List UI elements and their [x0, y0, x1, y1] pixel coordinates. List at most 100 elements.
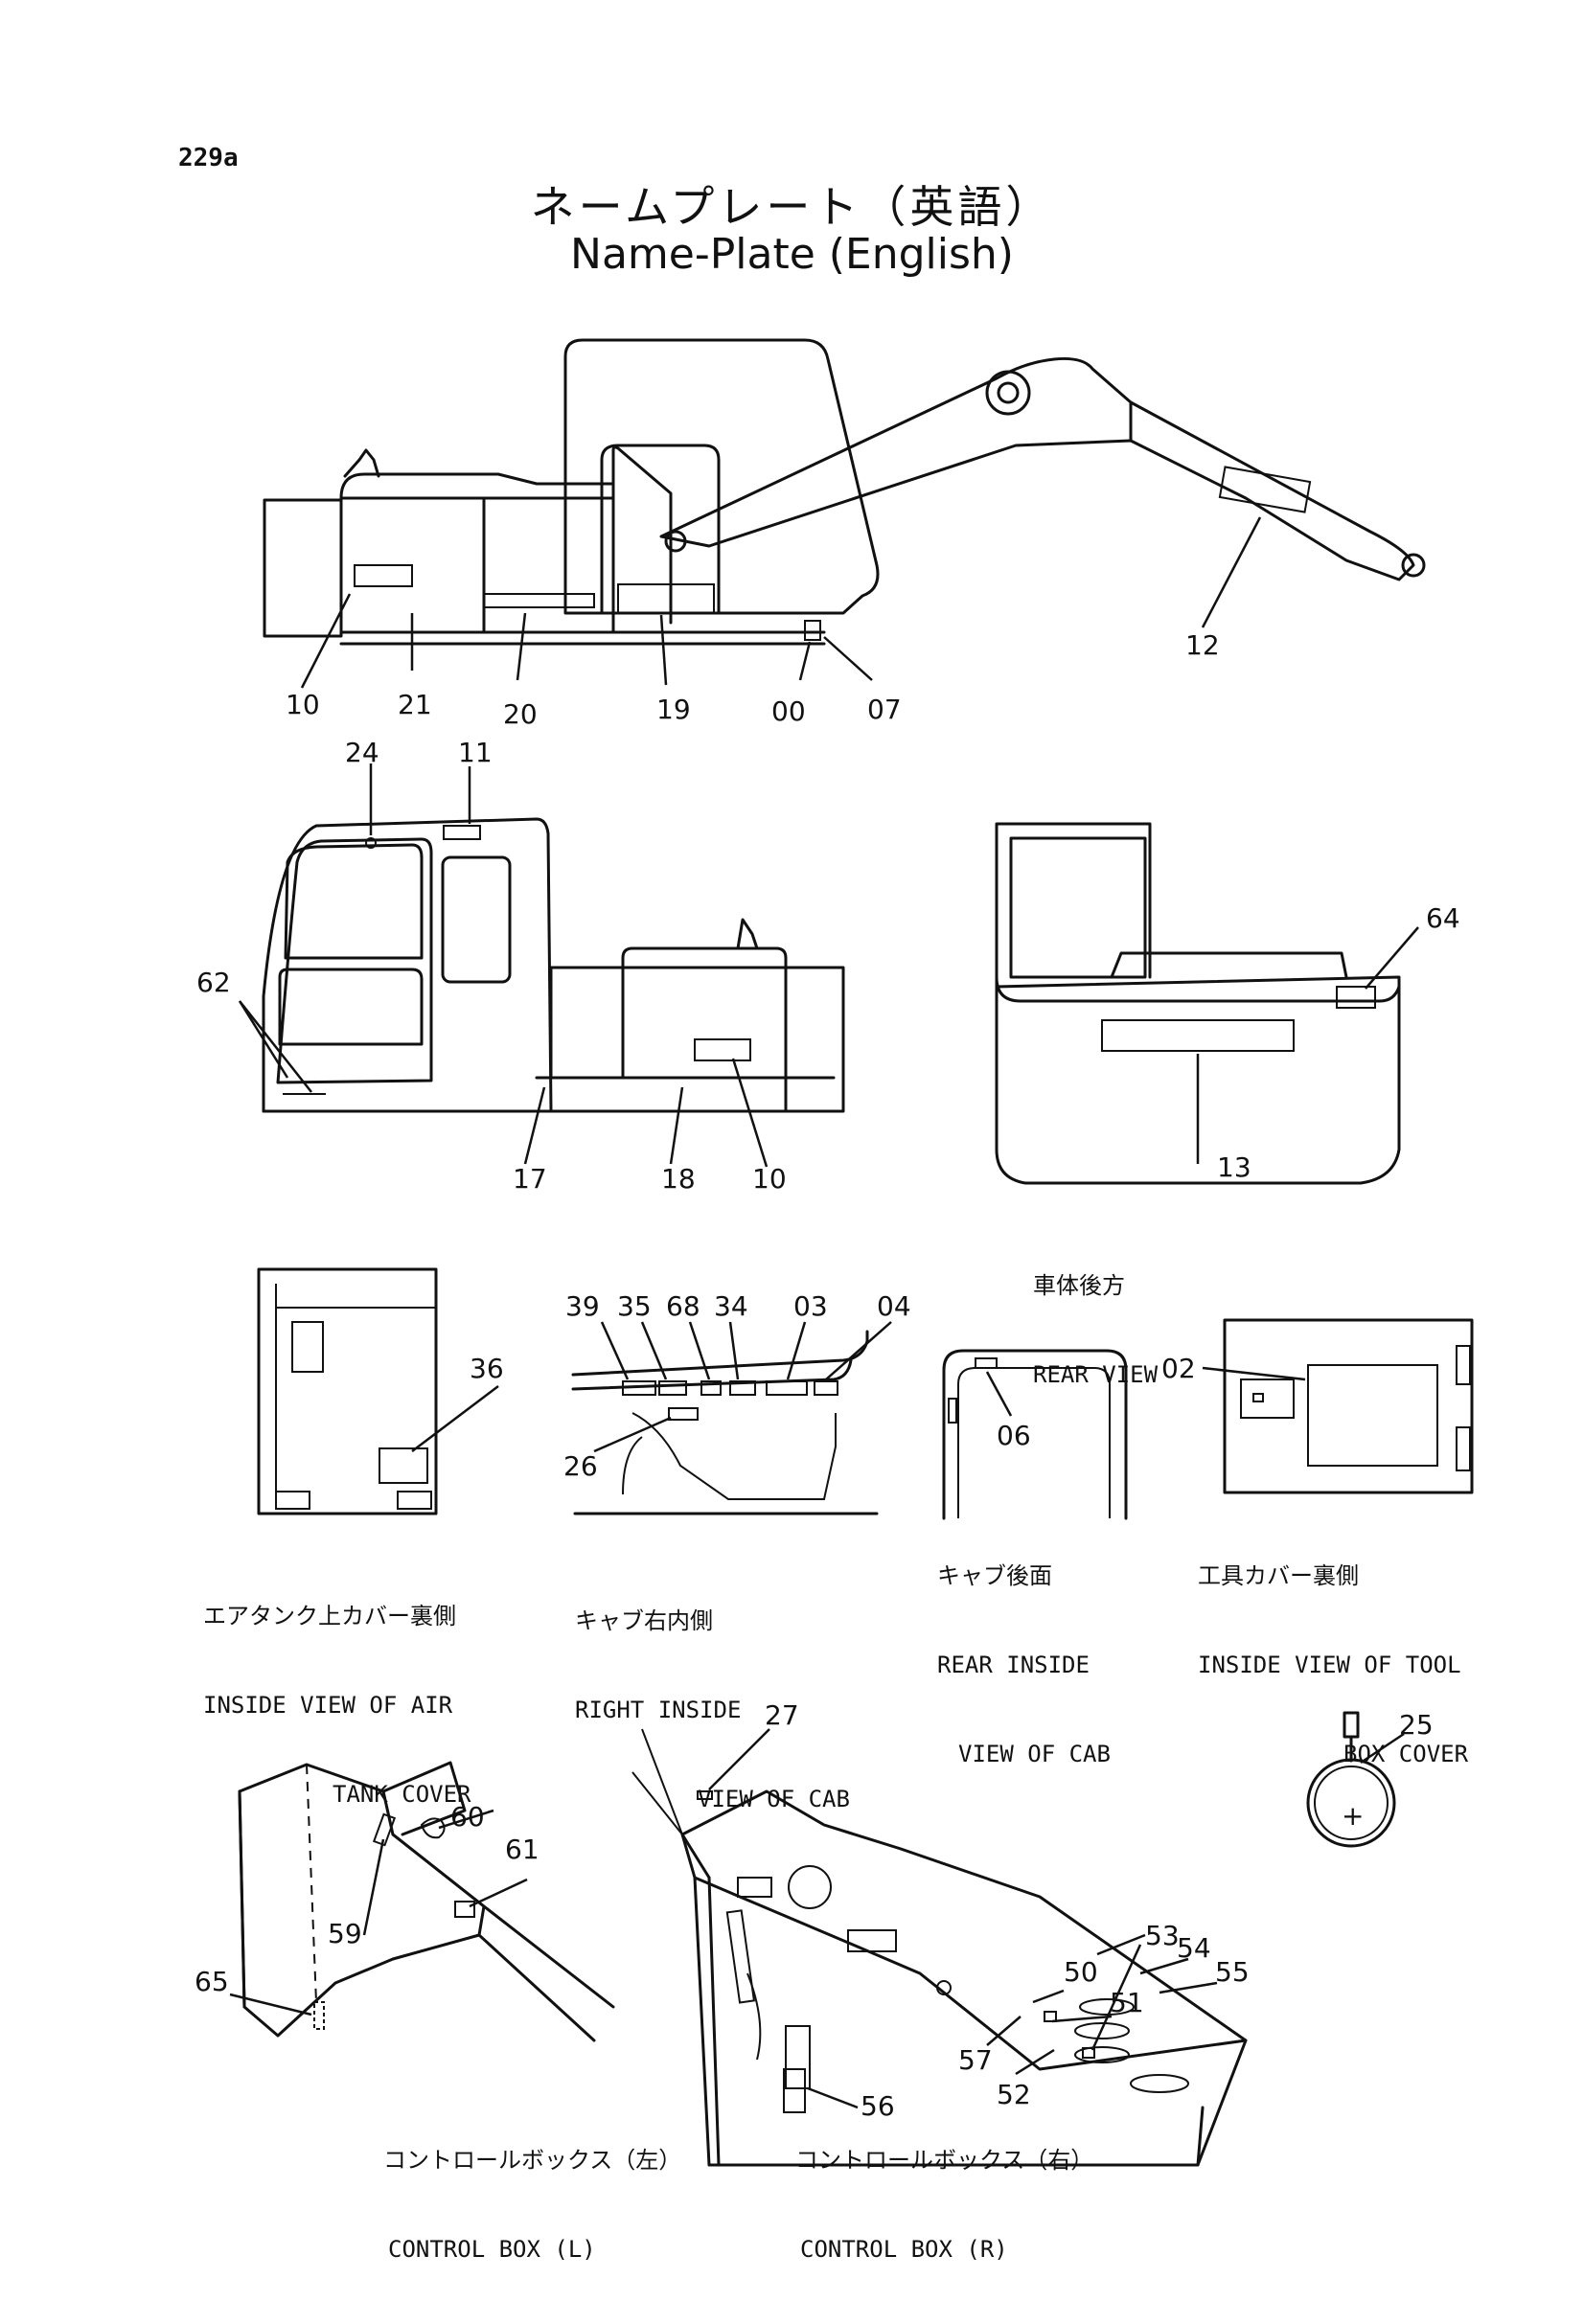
callout-55: 55	[1215, 1956, 1250, 1988]
plate-59	[372, 1812, 397, 1847]
excavator-side-view: 10 21 20 19 00 07 12	[263, 338, 1426, 730]
plate-11	[443, 825, 481, 840]
caption-control-box-right: コントロールボックス（右） CONTROL BOX (R)	[795, 2086, 1093, 2324]
plate-20	[483, 593, 595, 608]
caption-tool-box-en1: INSIDE VIEW OF TOOL	[1198, 1652, 1461, 1678]
title-english: Name-Plate (English)	[570, 230, 1014, 279]
page-number: 229a	[178, 144, 239, 172]
caption-control-box-left-jp: コントロールボックス（左）	[383, 2147, 682, 2174]
plate-56	[783, 2068, 806, 2113]
callout-18: 18	[661, 1163, 696, 1195]
caption-air-tank: エアタンク上カバー裏側 INSIDE VIEW OF AIR TANK COVE…	[203, 1542, 471, 1869]
callout-17: 17	[513, 1163, 547, 1195]
plate-19	[617, 583, 715, 614]
callout-52: 52	[997, 2079, 1031, 2110]
caption-cab-rear-jp: キャブ後面	[937, 1562, 1052, 1589]
caption-tool-box-en2: BOX COVER	[1343, 1741, 1469, 1767]
rear-view: 64 13	[995, 822, 1460, 1185]
callout-24: 24	[345, 737, 379, 768]
caption-control-box-left: コントロールボックス（左） CONTROL BOX (L)	[383, 2086, 681, 2324]
plate-36	[379, 1447, 428, 1484]
callout-35: 35	[617, 1290, 652, 1322]
plate-24	[365, 837, 377, 849]
plate-06	[975, 1357, 998, 1369]
callout-68: 68	[666, 1290, 700, 1322]
plate-53	[1082, 2047, 1095, 2059]
caption-cab-right-en2: VIEW OF CAB	[698, 1786, 850, 1812]
plate-65	[313, 2001, 325, 2030]
callout-61: 61	[505, 1834, 539, 1865]
callout-00: 00	[771, 695, 806, 727]
plate-03	[766, 1380, 808, 1396]
plate-10-upper	[354, 564, 413, 587]
callout-19: 19	[656, 694, 691, 725]
callout-10-lower: 10	[752, 1163, 787, 1195]
caption-rear-view-jp: 車体後方	[1033, 1272, 1125, 1299]
callout-11: 11	[458, 737, 493, 768]
callout-59: 59	[328, 1918, 362, 1949]
callout-57: 57	[958, 2044, 993, 2076]
caption-control-box-left-en: CONTROL BOX (L)	[388, 2236, 596, 2263]
caption-cab-rear: キャブ後面 REAR INSIDE VIEW OF CAB	[937, 1502, 1111, 1829]
plate-35	[658, 1380, 687, 1396]
plate-64	[1336, 986, 1376, 1009]
control-box-left-view: 60 61 59 65	[195, 1761, 615, 2042]
plate-26	[668, 1407, 699, 1421]
callout-02: 02	[1161, 1353, 1196, 1384]
callout-64: 64	[1426, 902, 1460, 934]
plate-27	[697, 1790, 713, 1800]
svg-text:+: +	[1342, 1800, 1364, 1832]
callout-60: 60	[450, 1801, 485, 1833]
callout-20: 20	[503, 698, 538, 730]
plate-12	[1218, 466, 1312, 513]
callout-27: 27	[765, 1699, 799, 1731]
callout-26: 26	[563, 1450, 598, 1482]
callout-06: 06	[997, 1420, 1031, 1451]
callout-34: 34	[714, 1290, 748, 1322]
caption-cab-rear-en2: VIEW OF CAB	[958, 1741, 1111, 1767]
caption-rear-view-en: REAR VIEW	[1033, 1361, 1159, 1388]
plate-51	[1044, 2011, 1057, 2022]
plate-34	[729, 1380, 756, 1396]
callout-12: 12	[1185, 629, 1220, 661]
air-tank-cover-view: 36	[257, 1267, 504, 1515]
caption-cab-right: キャブ右内側 RIGHT INSIDE VIEW OF CAB	[575, 1547, 850, 1874]
caption-rear-view: 車体後方 REAR VIEW	[1033, 1212, 1158, 1449]
callout-62: 62	[196, 967, 231, 998]
callout-39: 39	[565, 1290, 600, 1322]
cab-right-inside-view: 39 35 68 34 03 04 26	[563, 1290, 911, 1515]
callout-50: 50	[1064, 1956, 1098, 1988]
control-box-right-view: 27 50 51 53 54 55 57 52 56	[631, 1699, 1250, 2167]
callout-04: 04	[877, 1290, 911, 1322]
callout-54: 54	[1177, 1932, 1211, 1964]
caption-tool-box: 工具カバー裏側 INSIDE VIEW OF TOOL BOX COVER	[1198, 1502, 1468, 1829]
plate-60	[420, 1817, 446, 1839]
callout-65: 65	[195, 1966, 229, 1997]
caption-control-box-right-en: CONTROL BOX (R)	[800, 2236, 1008, 2263]
callout-51: 51	[1110, 1987, 1144, 2018]
callout-07: 07	[867, 694, 902, 725]
caption-air-tank-en2: TANK COVER	[333, 1781, 471, 1808]
callout-03: 03	[793, 1290, 828, 1322]
cab-side-view: 24 11 62 17 18 10	[196, 737, 845, 1195]
caption-control-box-right-jp: コントロールボックス（右）	[795, 2147, 1094, 2174]
caption-air-tank-en1: INSIDE VIEW OF AIR	[203, 1692, 453, 1719]
plate-39	[622, 1380, 656, 1396]
caption-cab-rear-en1: REAR INSIDE	[937, 1652, 1090, 1678]
callout-21: 21	[398, 689, 432, 720]
callout-25: 25	[1399, 1709, 1434, 1741]
plate-10-lower	[694, 1038, 751, 1061]
ring-part-25: + 25	[1306, 1709, 1434, 1848]
plate-04	[814, 1380, 838, 1396]
callout-56: 56	[861, 2090, 895, 2122]
callout-36: 36	[470, 1353, 504, 1384]
caption-cab-right-jp: キャブ右内側	[575, 1607, 713, 1634]
caption-cab-right-en1: RIGHT INSIDE	[575, 1697, 742, 1723]
diagram-drawing: 10 21 20 19 00 07 12	[195, 338, 1474, 2167]
caption-air-tank-jp: エアタンク上カバー裏側	[203, 1603, 456, 1629]
tool-box-cover-view: 02	[1161, 1318, 1474, 1494]
plate-68	[700, 1380, 722, 1396]
caption-tool-box-jp: 工具カバー裏側	[1198, 1562, 1359, 1589]
callout-13: 13	[1217, 1151, 1251, 1183]
title-japanese: ネームプレート（英語）	[530, 181, 1054, 233]
